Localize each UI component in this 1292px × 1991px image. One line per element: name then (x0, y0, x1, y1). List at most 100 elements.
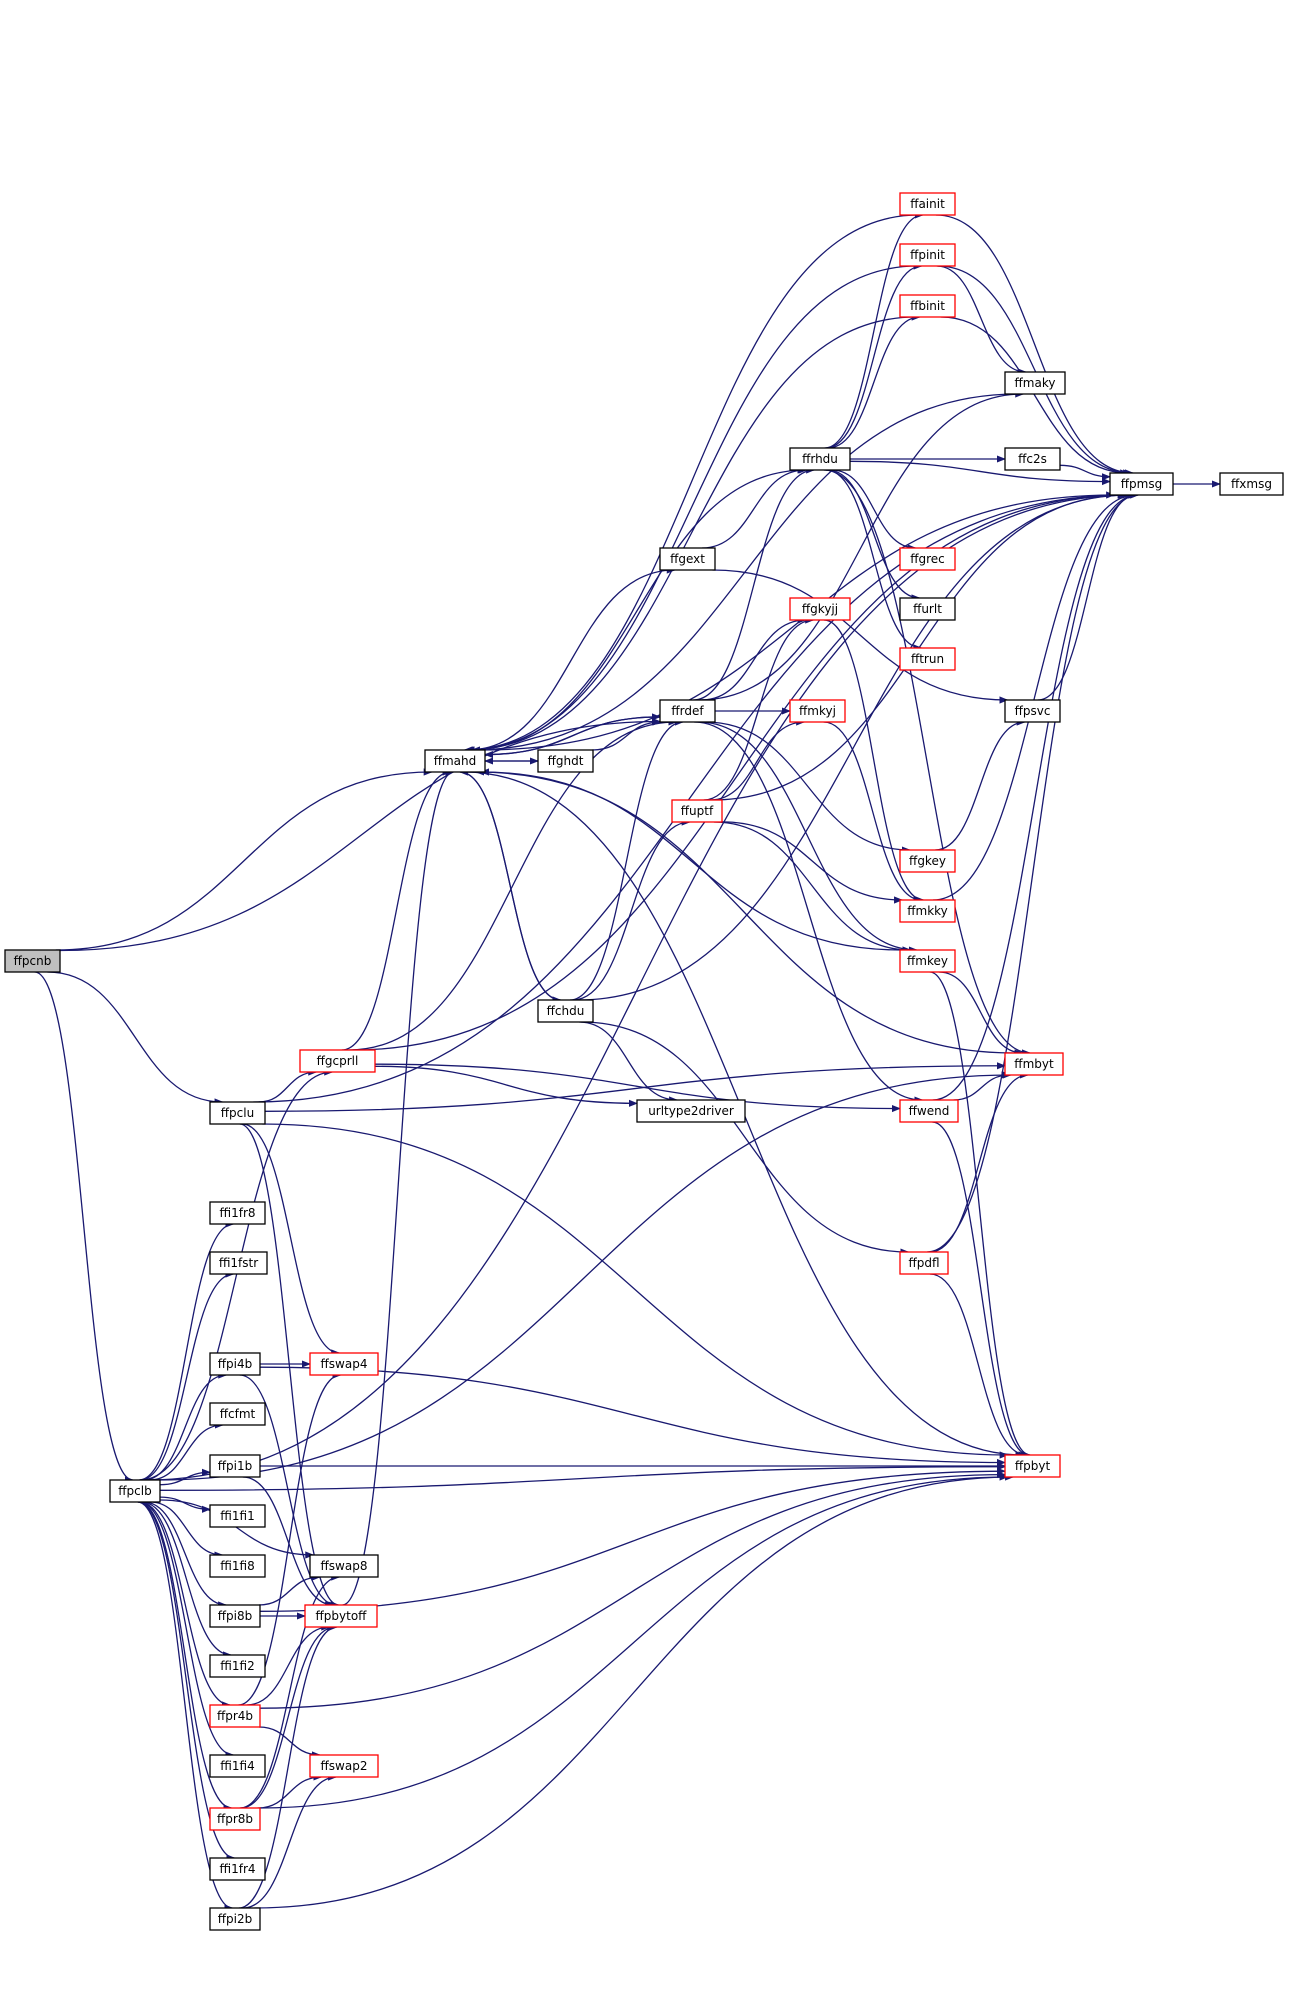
node-ffpmsg[interactable]: ffpmsg (1109, 472, 1174, 496)
node-ffgkyjj[interactable]: ffgkyjj (789, 597, 851, 621)
node-box-ffpinit[interactable] (899, 243, 956, 267)
node-ffi1fi2[interactable]: ffi1fi2 (209, 1654, 266, 1678)
node-box-ffmahd[interactable] (424, 749, 486, 773)
node-box-ffuptf[interactable] (671, 799, 723, 823)
node-ffpclu[interactable]: ffpclu (209, 1101, 266, 1125)
node-box-ffgkyjj[interactable] (789, 597, 851, 621)
node-box-ffpclb[interactable] (109, 1479, 161, 1503)
node-box-ffmkey[interactable] (899, 949, 956, 973)
node-box-ffxmsg[interactable] (1219, 472, 1284, 496)
node-box-ffi1fstr[interactable] (209, 1251, 268, 1275)
node-box-ffi1fi8[interactable] (209, 1554, 266, 1578)
node-box-ffi1fi2[interactable] (209, 1654, 266, 1678)
node-box-ffurlt[interactable] (899, 597, 956, 621)
node-ffpsvc[interactable]: ffpsvc (1004, 699, 1061, 723)
node-ffbinit[interactable]: ffbinit (899, 294, 956, 318)
node-ffgext[interactable]: ffgext (659, 547, 716, 571)
node-box-ffi1fi4[interactable] (209, 1754, 266, 1778)
node-box-ffwend[interactable] (899, 1099, 959, 1123)
node-ffmkyj[interactable]: ffmkyj (789, 699, 846, 723)
node-box-ffmkyj[interactable] (789, 699, 846, 723)
node-ffghdt[interactable]: ffghdt (537, 749, 594, 773)
node-ffswap4[interactable]: ffswap4 (309, 1352, 379, 1376)
node-ffgkey[interactable]: ffgkey (899, 849, 956, 873)
node-box-ffpi2b[interactable] (209, 1907, 261, 1931)
node-ffmkey[interactable]: ffmkey (899, 949, 956, 973)
node-ffpi8b[interactable]: ffpi8b (209, 1604, 261, 1628)
node-urltype2driver[interactable]: urltype2driver (636, 1099, 746, 1123)
node-box-urltype2driver[interactable] (636, 1099, 746, 1123)
node-box-ffi1fr4[interactable] (209, 1857, 266, 1881)
node-box-ffpbyt[interactable] (1004, 1454, 1061, 1478)
node-ffpi1b[interactable]: ffpi1b (209, 1454, 261, 1478)
node-box-ffi1fr8[interactable] (209, 1201, 266, 1225)
node-box-ffainit[interactable] (899, 192, 956, 216)
node-ffchdu[interactable]: ffchdu (537, 999, 594, 1023)
node-ffmkky[interactable]: ffmkky (899, 899, 956, 923)
node-ffuptf[interactable]: ffuptf (671, 799, 723, 823)
node-box-ffpr8b[interactable] (209, 1807, 261, 1831)
node-ffswap8[interactable]: ffswap8 (309, 1554, 379, 1578)
node-ffpclb[interactable]: ffpclb (109, 1479, 161, 1503)
node-box-ffpsvc[interactable] (1004, 699, 1061, 723)
node-ffgrec[interactable]: ffgrec (899, 547, 956, 571)
node-box-ffpr4b[interactable] (209, 1704, 261, 1728)
node-ffainit[interactable]: ffainit (899, 192, 956, 216)
node-box-ffgrec[interactable] (899, 547, 956, 571)
node-box-ffrdef[interactable] (659, 699, 716, 723)
node-ffi1fi1[interactable]: ffi1fi1 (209, 1504, 266, 1528)
node-box-ffc2s[interactable] (1004, 447, 1061, 471)
node-ffc2s[interactable]: ffc2s (1004, 447, 1061, 471)
node-box-ffpi4b[interactable] (209, 1352, 261, 1376)
node-ffmbyt[interactable]: ffmbyt (1004, 1052, 1064, 1076)
node-ffrdef[interactable]: ffrdef (659, 699, 716, 723)
node-box-ffmkky[interactable] (899, 899, 956, 923)
node-box-ffgcprll[interactable] (299, 1049, 376, 1073)
node-box-ffi1fi1[interactable] (209, 1504, 266, 1528)
node-ffmahd[interactable]: ffmahd (424, 749, 486, 773)
node-ffpbyt[interactable]: ffpbyt (1004, 1454, 1061, 1478)
node-ffi1fi4[interactable]: ffi1fi4 (209, 1754, 266, 1778)
node-box-ffcfmt[interactable] (209, 1402, 266, 1426)
node-box-ffswap2[interactable] (309, 1754, 379, 1778)
node-box-ffgkey[interactable] (899, 849, 956, 873)
node-box-ffpclu[interactable] (209, 1101, 266, 1125)
node-box-ffmaky[interactable] (1004, 371, 1066, 395)
node-ffi1fi8[interactable]: ffi1fi8 (209, 1554, 266, 1578)
node-ffmaky[interactable]: ffmaky (1004, 371, 1066, 395)
node-box-ffbinit[interactable] (899, 294, 956, 318)
node-ffpdfl[interactable]: ffpdfl (899, 1251, 949, 1275)
node-ffxmsg[interactable]: ffxmsg (1219, 472, 1284, 496)
node-ffswap2[interactable]: ffswap2 (309, 1754, 379, 1778)
node-ffpinit[interactable]: ffpinit (899, 243, 956, 267)
node-ffi1fstr[interactable]: ffi1fstr (209, 1251, 268, 1275)
node-ffpr4b[interactable]: ffpr4b (209, 1704, 261, 1728)
node-box-ffpmsg[interactable] (1109, 472, 1174, 496)
node-ffcfmt[interactable]: ffcfmt (209, 1402, 266, 1426)
node-box-ffchdu[interactable] (537, 999, 594, 1023)
node-box-ffpdfl[interactable] (899, 1251, 949, 1275)
node-ffpi4b[interactable]: ffpi4b (209, 1352, 261, 1376)
node-box-ffpcnb[interactable] (4, 949, 61, 973)
node-box-ffswap8[interactable] (309, 1554, 379, 1578)
node-box-ffrhdu[interactable] (789, 447, 851, 471)
node-box-ffmbyt[interactable] (1004, 1052, 1064, 1076)
node-ffi1fr4[interactable]: ffi1fr4 (209, 1857, 266, 1881)
node-box-ffpi1b[interactable] (209, 1454, 261, 1478)
node-ffpr8b[interactable]: ffpr8b (209, 1807, 261, 1831)
node-ffrhdu[interactable]: ffrhdu (789, 447, 851, 471)
node-fftrun[interactable]: fftrun (899, 647, 956, 671)
node-box-ffghdt[interactable] (537, 749, 594, 773)
node-ffi1fr8[interactable]: ffi1fr8 (209, 1201, 266, 1225)
node-box-ffpi8b[interactable] (209, 1604, 261, 1628)
node-ffgcprll[interactable]: ffgcprll (299, 1049, 376, 1073)
node-ffurlt[interactable]: ffurlt (899, 597, 956, 621)
node-ffwend[interactable]: ffwend (899, 1099, 959, 1123)
node-box-ffgext[interactable] (659, 547, 716, 571)
node-box-ffpbytoff[interactable] (304, 1604, 378, 1628)
node-ffpi2b[interactable]: ffpi2b (209, 1907, 261, 1931)
node-box-ffswap4[interactable] (309, 1352, 379, 1376)
node-ffpbytoff[interactable]: ffpbytoff (304, 1604, 378, 1628)
node-ffpcnb[interactable]: ffpcnb (4, 949, 61, 973)
node-box-fftrun[interactable] (899, 647, 956, 671)
